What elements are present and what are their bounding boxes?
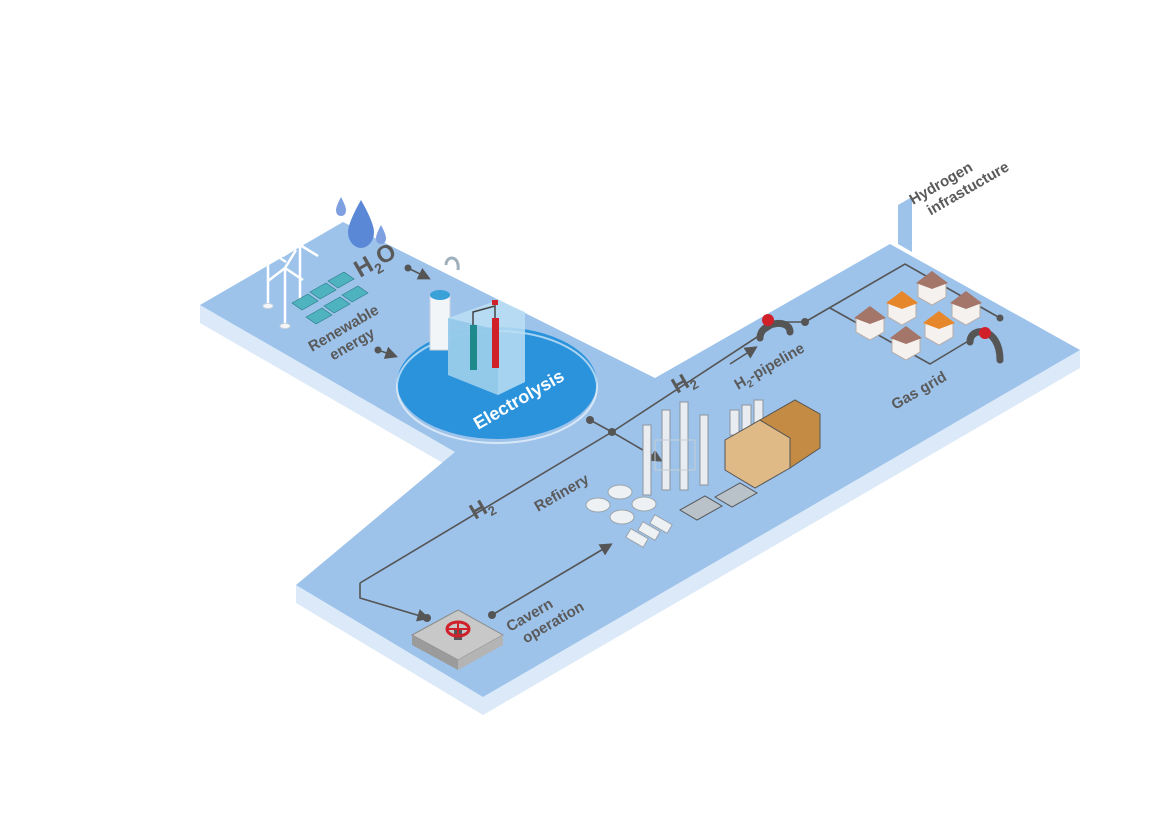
refinery-tower-icon [642,399,764,496]
storage-tank-icon [585,484,673,549]
house-icon [854,271,982,361]
electrolyser-icon [429,256,525,395]
pipeline-valve-icon [756,314,794,342]
wind-turbine-icon [249,225,319,329]
water-drop-icon [336,197,386,248]
electrolysis-station: Electrolysis [396,256,598,444]
platform [200,197,1080,715]
industrial-building-icon [678,399,821,521]
cavern-valve-icon [410,609,505,670]
platform-top [200,222,1080,697]
gas-grid-valve-icon [966,327,1004,364]
flow-dots [374,264,1004,622]
solar-panel-icon [291,271,369,325]
infrastructure-label: Hydrogen infrastucture [907,158,1013,219]
